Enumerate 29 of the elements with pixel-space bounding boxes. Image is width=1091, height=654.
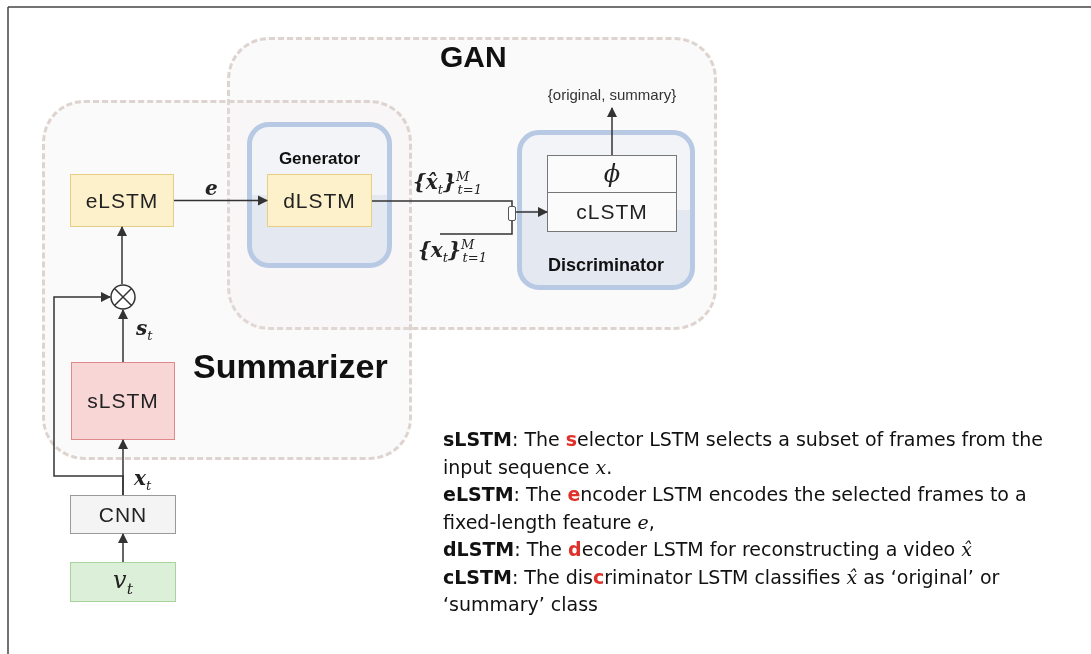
module-panel — [247, 122, 392, 268]
arrow — [116, 225, 128, 285]
note-text: sLSTM: The selector LSTM selects a subset of frames from the input sequence x. — [443, 427, 1045, 480]
group-title: Generator — [277, 149, 362, 169]
output-label: {original, summary} — [522, 86, 702, 108]
edge-label: x$_{t}$ — [134, 468, 152, 492]
multiply-icon — [110, 284, 136, 310]
process-block: cLSTM — [547, 192, 677, 232]
note-text: cLSTM: The discriminator LSTM classifies x̂ as ‘original’ or ‘summary’ class — [443, 564, 1001, 617]
process-block: dLSTM — [267, 174, 372, 227]
group-title: Discriminator — [546, 255, 665, 276]
group-title: GAN — [440, 40, 507, 74]
note-text: dLSTM: The decoder LSTM for reconstructing a video x̂ — [443, 537, 973, 562]
process-block: CNN — [70, 495, 176, 534]
group-title: Summarizer — [193, 347, 388, 386]
module-panel — [517, 130, 695, 290]
arrow — [606, 106, 618, 156]
arrow — [117, 532, 129, 563]
process-block: v$_{t}$ — [70, 562, 176, 602]
arrow — [515, 206, 549, 218]
arrow — [173, 195, 269, 206]
process-block: ϕ — [547, 155, 677, 193]
process-block: eLSTM — [70, 174, 174, 227]
edge-label: e — [205, 178, 218, 198]
switch-box — [508, 206, 516, 221]
edge-label: s$_{t}$ — [136, 318, 153, 342]
arrow — [53, 291, 124, 496]
arrow — [117, 308, 129, 363]
process-block: sLSTM — [71, 362, 175, 440]
